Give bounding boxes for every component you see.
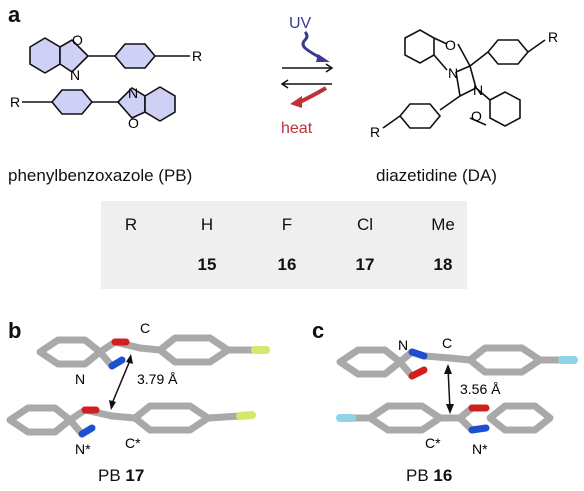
heat-label: heat — [281, 120, 313, 137]
table-header-f: F — [281, 215, 293, 234]
label-cstar-c: C* — [425, 435, 441, 451]
da-atom-O-top: O — [445, 37, 456, 53]
table-header-me: Me — [431, 215, 455, 234]
label-c-c: C — [442, 335, 452, 351]
reaction-scheme: O N R R N O UV heat — [10, 15, 558, 140]
halogen-bottom-b — [236, 411, 256, 420]
pb-caption: phenylbenzoxazole (PB) — [8, 166, 193, 185]
label-nstar-c: N* — [472, 441, 488, 457]
atom-O-bottom: O — [128, 115, 139, 131]
table-header-h: H — [200, 215, 214, 234]
compound-15: 15 — [197, 255, 217, 274]
uv-arrowhead-icon — [316, 54, 330, 62]
heat-arrow-icon — [299, 86, 328, 104]
label-nstar-b: N* — [75, 441, 91, 457]
substituent-table: R H F Cl Me 15 16 17 18 — [101, 201, 467, 289]
panel-label-c: c — [312, 318, 325, 343]
atom-N-top: N — [70, 67, 80, 83]
distance-arrow-b — [110, 357, 132, 407]
distance-arrow-c — [447, 367, 451, 411]
caption-c: PB 16 — [406, 466, 453, 485]
pb-molecule-bottom — [22, 86, 176, 122]
atom-R-bottom: R — [10, 94, 20, 110]
compound-17: 17 — [355, 255, 375, 274]
compound-18: 18 — [433, 255, 453, 274]
uv-arrow-icon — [301, 30, 322, 60]
da-atom-R-top: R — [548, 29, 558, 45]
da-caption: diazetidine (DA) — [376, 166, 497, 185]
uv-label: UV — [289, 15, 312, 32]
label-cstar-b: C* — [125, 435, 141, 451]
panel-label-a: a — [8, 2, 21, 27]
caption-b: PB 17 — [98, 466, 145, 485]
heat-arrowhead-icon — [290, 96, 302, 108]
label-n-b: N — [75, 371, 85, 387]
equilibrium-arrows — [280, 63, 334, 89]
atom-N-bottom: N — [128, 85, 138, 101]
da-molecule — [382, 29, 546, 129]
table-header-r: R — [124, 215, 138, 234]
atom-R-top: R — [192, 48, 202, 64]
label-c-b: C — [140, 320, 150, 336]
da-atom-O-bottom: O — [471, 108, 482, 124]
table-header-cl: Cl — [356, 215, 374, 234]
pb-molecule-top — [29, 37, 190, 74]
crystal-structure-c: N C 3.56 Å C* N* — [336, 335, 578, 457]
label-n-c: N — [398, 337, 408, 353]
panel-label-b: b — [8, 318, 22, 343]
da-atom-N-bottom: N — [473, 82, 483, 98]
da-atom-N-top: N — [448, 65, 458, 81]
atom-O-top: O — [72, 32, 83, 48]
distance-b: 3.79 Å — [137, 371, 178, 387]
crystal-structure-b: C N 3.79 Å N* C* — [6, 320, 270, 457]
da-atom-R-bottom: R — [370, 124, 380, 140]
compound-16: 16 — [277, 255, 297, 274]
distance-c: 3.56 Å — [460, 381, 501, 397]
